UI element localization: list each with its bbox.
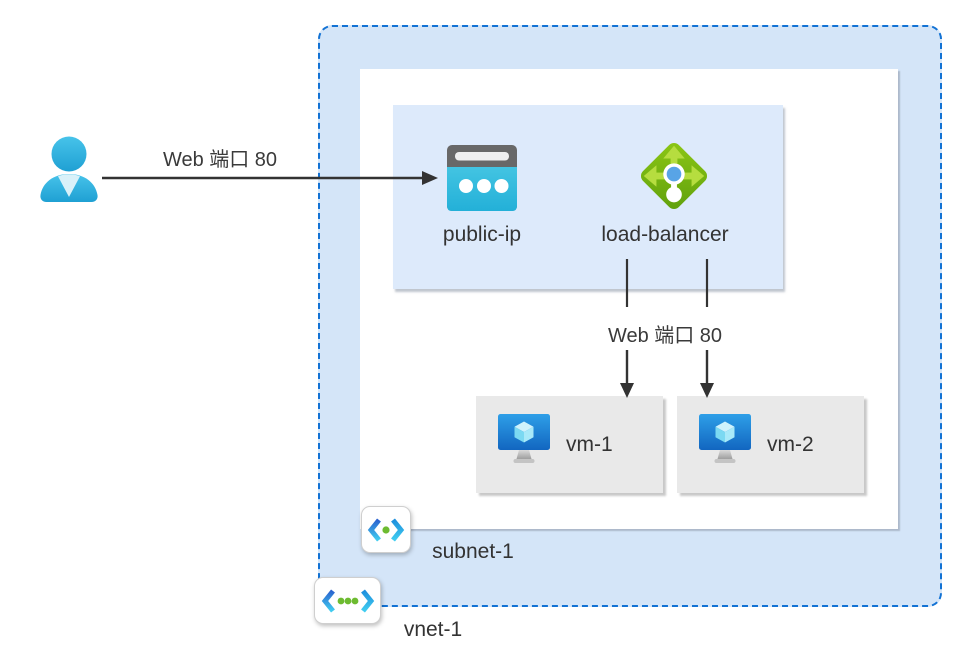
subnet-icon bbox=[361, 506, 411, 553]
vm-1-box: vm-1 bbox=[476, 396, 663, 493]
user-person-icon bbox=[33, 134, 105, 209]
vm-2-label: vm-2 bbox=[767, 432, 814, 456]
vm-1-label: vm-1 bbox=[566, 432, 613, 456]
subnet-label: subnet-1 bbox=[432, 540, 514, 563]
internal-flow-label: Web 端口 80 bbox=[607, 325, 723, 347]
vnet-label: vnet-1 bbox=[403, 618, 463, 641]
virtual-network-icon bbox=[314, 577, 381, 624]
virtual-machine-icon bbox=[699, 413, 751, 476]
vm-2-box: vm-2 bbox=[677, 396, 864, 493]
load-balancer-icon bbox=[635, 136, 713, 221]
external-flow-label: Web 端口 80 bbox=[162, 149, 278, 171]
load-balancer-label: load-balancer bbox=[601, 223, 729, 246]
public-ip-icon bbox=[447, 145, 517, 216]
public-ip-label: public-ip bbox=[442, 223, 522, 246]
virtual-machine-icon bbox=[498, 413, 550, 476]
